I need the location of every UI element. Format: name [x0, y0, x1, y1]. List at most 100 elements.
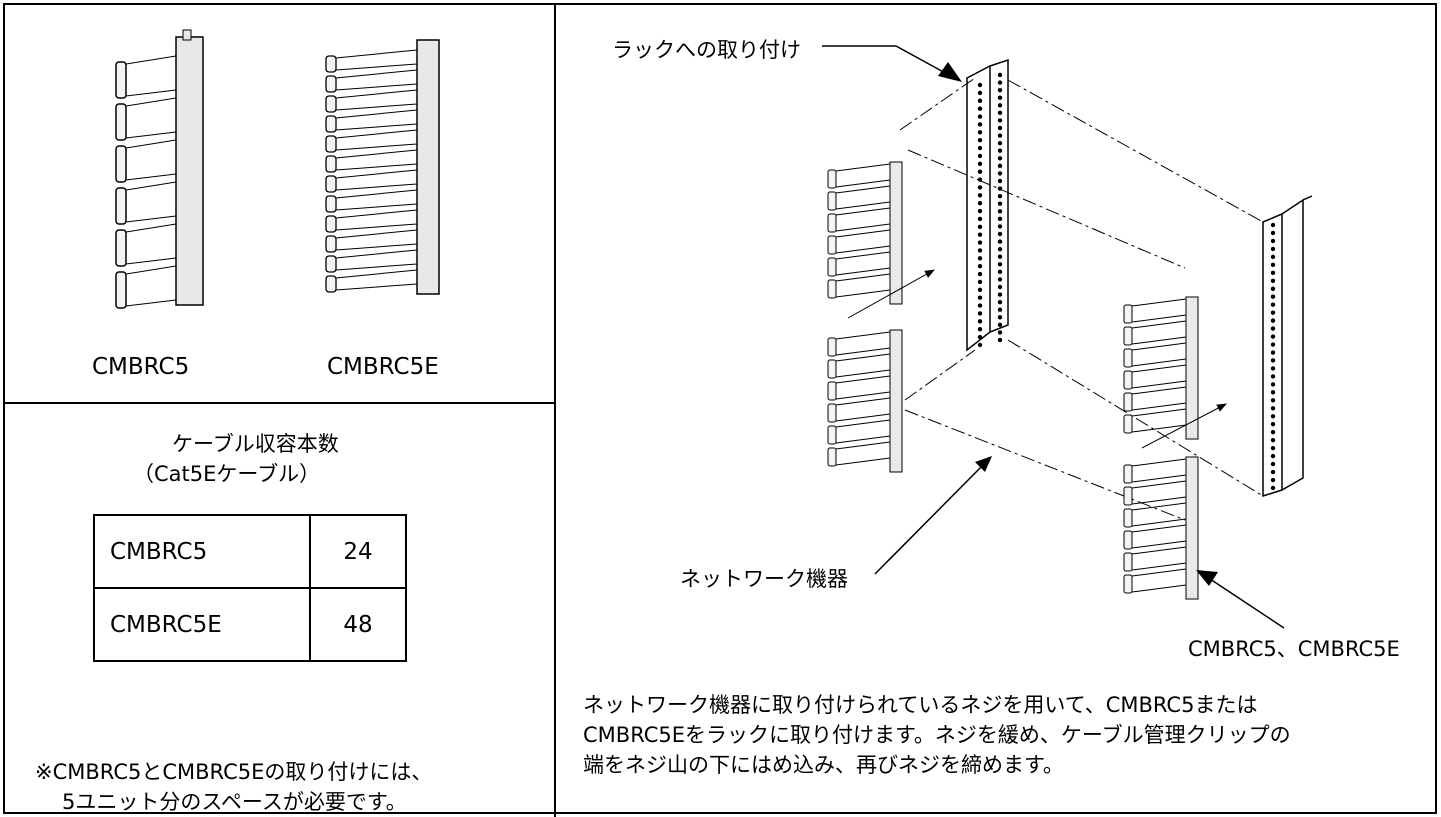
insert-arrow-left	[847, 269, 935, 319]
rack-post-left	[966, 58, 1009, 352]
rack-hole	[997, 80, 1003, 85]
rack-hole	[997, 103, 1003, 108]
rack-hole	[1270, 310, 1276, 315]
table-row: CMBRC5 24	[93, 514, 407, 589]
rack-hole	[1270, 422, 1276, 427]
rack-hole	[1270, 366, 1276, 371]
clip-finger	[325, 75, 337, 93]
vertical-divider	[554, 3, 556, 817]
rack-hole	[1270, 453, 1276, 459]
rack-hole	[997, 254, 1003, 259]
rack-hole	[1270, 326, 1276, 331]
rack-hole	[1270, 469, 1276, 475]
rack-hole	[1270, 398, 1276, 403]
rack-hole	[977, 137, 983, 143]
rack-hole	[997, 284, 1003, 290]
product-label-cmbrc5: CMBRC5	[92, 354, 190, 380]
rack-hole	[997, 193, 1003, 199]
rack-hole	[997, 337, 1003, 343]
capacity-name-cell: CMBRC5	[93, 514, 311, 589]
clip-finger	[325, 55, 337, 73]
rack-hole	[997, 140, 1003, 146]
rack-hole	[977, 264, 983, 269]
rack-hole	[997, 110, 1003, 116]
rack-post-right	[1262, 195, 1313, 498]
instruction-line-2: CMBRC5Eをラックに取り付けます。ネジを緩め、ケーブル管理クリップの	[583, 723, 1291, 747]
rack-hole	[977, 216, 983, 222]
clip-leader-line	[1203, 574, 1285, 629]
cable-clip-group	[827, 161, 903, 305]
rack-hole	[977, 279, 983, 285]
rack-hole	[997, 87, 1003, 93]
rack-hole	[997, 299, 1003, 305]
clip-finger	[325, 235, 337, 253]
clip-finger	[325, 115, 337, 133]
rack-hole	[1270, 390, 1276, 395]
insert-arrow-right	[1141, 403, 1227, 449]
rack-hole	[1270, 477, 1276, 483]
clip-finger	[325, 275, 337, 293]
rack-mount-label: ラックへの取り付け	[612, 38, 801, 62]
rack-hole	[977, 248, 983, 253]
rack-hole	[997, 72, 1003, 78]
rack-hole	[1270, 358, 1276, 363]
rack-hole	[977, 303, 983, 308]
cmbrc5e-clip-illustration	[325, 39, 440, 295]
rack-hole	[977, 295, 983, 300]
rack-hole	[977, 240, 983, 245]
capacity-count-cell: 48	[309, 587, 407, 662]
rack-hole	[977, 224, 983, 230]
clip-finger	[325, 175, 337, 193]
rack-hole	[997, 216, 1003, 222]
rack-hole	[997, 315, 1003, 320]
rack-hole	[997, 201, 1003, 206]
product-label-cmbrc5e: CMBRC5E	[327, 354, 439, 380]
rack-hole	[1270, 262, 1276, 268]
network-device-label: ネットワーク機器	[680, 567, 848, 591]
rack-hole	[977, 256, 983, 261]
rack-hole	[977, 208, 983, 214]
rack-hole	[997, 246, 1003, 252]
rack-hole	[997, 224, 1003, 229]
rack-hole	[977, 145, 983, 151]
cable-clip-group	[827, 329, 903, 473]
rack-hole	[977, 90, 983, 96]
rack-hole	[1270, 406, 1276, 411]
rack-hole	[977, 161, 983, 166]
rack-hole	[977, 153, 983, 159]
capacity-table: CMBRC5 24 CMBRC5E 48	[93, 514, 407, 662]
rack-hole	[997, 148, 1003, 153]
rack-hole	[977, 342, 983, 348]
capacity-count-cell: 24	[309, 514, 407, 589]
horizontal-divider	[3, 402, 555, 404]
rack-hole	[1270, 334, 1276, 339]
note-line-2: 5ユニット分のスペースが必要です。	[62, 790, 407, 814]
rack-hole	[977, 98, 983, 103]
table-row: CMBRC5E 48	[93, 587, 407, 662]
clip-leader-arrowhead	[1196, 570, 1218, 586]
rack-hole	[977, 82, 983, 88]
rack-hole	[977, 287, 983, 293]
outer-frame	[3, 3, 1437, 814]
rack-hole	[1270, 230, 1276, 236]
rack-hole	[1270, 461, 1276, 467]
rack-hole	[1270, 445, 1276, 451]
rack-leader-arrowhead	[938, 62, 962, 82]
rack-hole	[1270, 278, 1276, 283]
rack-hole	[997, 156, 1003, 161]
rack-leader-line	[822, 45, 959, 81]
rack-hole	[997, 118, 1003, 123]
clip-model-label: CMBRC5、CMBRC5E	[1188, 637, 1400, 661]
rack-hole	[997, 239, 1003, 244]
rack-hole	[997, 133, 1003, 138]
capacity-subtitle: （Cat5Eケーブル）	[133, 462, 321, 486]
rack-hole	[997, 209, 1003, 214]
clip-finger	[115, 145, 127, 183]
rack-hole	[997, 171, 1003, 176]
rack-hole	[1270, 374, 1276, 379]
rack-hole	[977, 114, 983, 119]
rack-hole	[997, 95, 1003, 100]
rack-hole	[997, 269, 1003, 275]
network-leader-arrowhead	[975, 456, 992, 472]
rack-hole	[1270, 286, 1276, 291]
